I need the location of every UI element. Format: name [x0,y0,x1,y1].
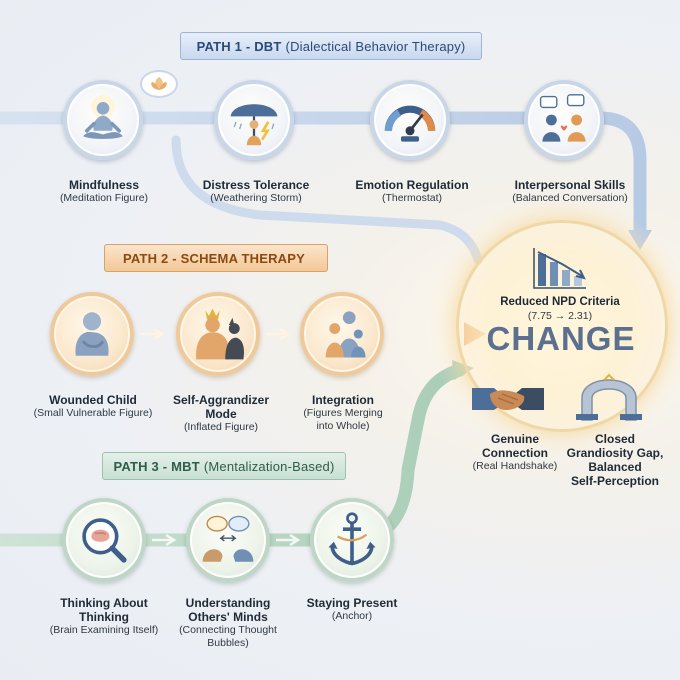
thought-bubbles-icon [202,515,254,562]
path2-banner-title: PATH 2 - SCHEMA THERAPY [122,250,306,266]
path1-banner-title: PATH 1 - DBT [196,38,282,54]
label-closed-grandiosity-gap: Closed Grandiosity Gap, Balanced Self-Pe… [566,432,664,488]
label-thinking-about-thinking: Thinking About Thinking (Brain Examining… [49,596,159,636]
npd-criteria-title: Reduced NPD Criteria [500,296,620,308]
label-interpersonal-skills: Interpersonal Skills (Balanced Conversat… [512,178,628,204]
path1-banner-subtitle: (Dialectical Behavior Therapy) [285,38,466,54]
label-mindfulness: Mindfulness (Meditation Figure) [59,178,149,204]
handshake-icon [472,388,544,410]
path1-banner: PATH 1 - DBT (Dialectical Behavior Thera… [180,32,482,60]
npd-criteria-range: (7.75 → 2.31) [527,310,593,322]
arrow-right-icon [140,327,165,341]
label-genuine-connection: Genuine Connection (Real Handshake) [472,432,558,472]
meditation-icon [83,94,123,139]
label-integration: Integration (Figures Merging into Whole) [303,393,383,432]
brain-magnifier-icon [82,518,127,563]
path3-banner-title: PATH 3 - MBT [113,458,200,474]
node-understanding-others [186,498,270,582]
change-title: CHANGE [486,320,636,357]
path2-banner: PATH 2 - SCHEMA THERAPY [104,244,328,272]
label-wounded-child: Wounded Child (Small Vulnerable Figure) [33,393,153,419]
umbrella-storm-icon [230,104,278,146]
node-staying-present [310,498,394,582]
label-distress-tolerance: Distress Tolerance (Weathering Storm) [202,178,310,204]
anchor-icon [328,512,376,566]
label-emotion-regulation: Emotion Regulation (Thermostat) [355,178,469,204]
change-ring [456,220,668,432]
family-icon [325,311,366,358]
node-thinking-about-thinking [62,498,146,582]
node-distress-tolerance [214,80,294,160]
child-icon [75,312,109,356]
node-wounded-child [50,292,134,376]
node-emotion-regulation [370,80,450,160]
path3-banner: PATH 3 - MBT (Mentalization-Based) [102,452,346,480]
label-understanding-others: Understanding Others' Minds (Connecting … [179,596,277,649]
conversation-icon [539,94,586,142]
node-integration [300,292,384,376]
gauge-icon [384,105,436,142]
path3-banner-subtitle: (Mentalization-Based) [203,458,335,474]
label-self-aggrandizer: Self-Aggrandizer Mode (Inflated Figure) [172,393,269,433]
lotus-icon [151,77,167,90]
node-interpersonal-skills [524,80,604,160]
arrow-right-icon [266,327,291,341]
arch-icon [576,373,642,421]
arrow-right-icon [152,533,177,547]
declining-bar-chart-icon [533,248,586,289]
thought-cloud [140,70,178,98]
node-mindfulness [63,80,143,160]
node-self-aggrandizer [176,292,260,376]
crowned-figure-icon [196,308,244,360]
label-staying-present: Staying Present (Anchor) [306,596,398,622]
arrow-right-icon [276,533,301,547]
